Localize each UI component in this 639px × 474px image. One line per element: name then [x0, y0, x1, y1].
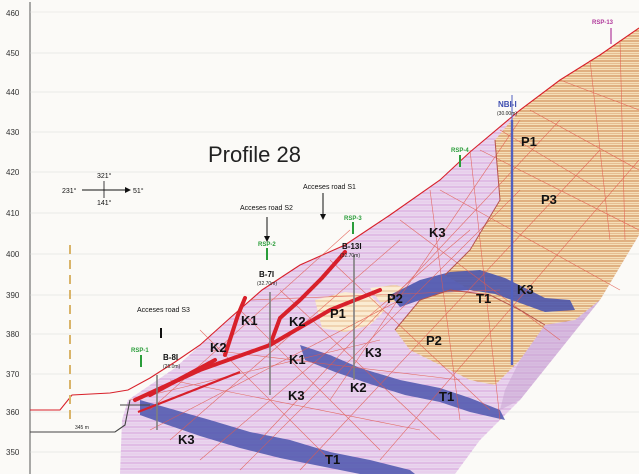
profile-title: Profile 28: [208, 142, 301, 167]
elevation-label: 420: [6, 168, 20, 177]
p-unit-zone: [445, 28, 639, 325]
unit-label: P2: [387, 291, 403, 306]
elevation-label: 450: [6, 49, 20, 58]
elevation-label: 350: [6, 448, 20, 457]
elevation-label: 410: [6, 209, 20, 218]
unit-label: P3: [541, 192, 557, 207]
fault-network: [129, 39, 639, 471]
compass-right: 51°: [133, 187, 144, 195]
borehole-label: B-8I: [163, 353, 178, 362]
survey-label: RSP-13: [592, 20, 614, 26]
t1-band-mid: [300, 345, 505, 420]
p-lower-zone: [395, 290, 545, 385]
unit-label: T1: [476, 291, 491, 306]
elevation-label: 460: [6, 9, 20, 18]
survey-label: RSP-4: [451, 148, 469, 154]
unit-label: K1: [241, 313, 258, 328]
ground-surface: [30, 27, 639, 411]
borehole-depth: (32.70m): [340, 253, 360, 259]
road-label-s3: Acceses road S3: [137, 307, 190, 314]
borehole-depth: (32.70m): [257, 281, 277, 287]
p1-lens-zone: [315, 292, 385, 332]
unit-label: K3: [429, 225, 446, 240]
unit-label: K2: [289, 314, 306, 329]
survey-markers: [140, 155, 461, 367]
unit-label: K3: [288, 388, 305, 403]
unit-label: K2: [350, 380, 367, 395]
borehole-depth: (25.0m): [163, 364, 181, 370]
t1-band-lower: [140, 400, 415, 474]
orientation-indicator: 231° 51° 321° 141°: [62, 172, 144, 207]
elevation-label: 390: [6, 291, 20, 300]
compass-bottom: 141°: [97, 199, 112, 207]
unit-label: K3: [178, 432, 195, 447]
survey-label: RSP-2: [258, 242, 276, 248]
road-label-s2: Acceses road S2: [240, 205, 293, 212]
unit-label: K1: [289, 352, 306, 367]
elevation-label: 380: [6, 330, 20, 339]
borehole-label: B-7I: [259, 270, 274, 279]
unit-label: T1: [439, 389, 454, 404]
survey-label: RSP-1: [131, 348, 149, 354]
unit-labels: K1 K2 K2 K1 K3 K3 K3 K3 K2 K3 P1 P1 P2 P…: [178, 134, 557, 467]
elevation-label: 400: [6, 250, 20, 259]
elevation-axis: 460 450 440 430 420 410 400 390 380 370 …: [6, 9, 20, 457]
unit-label: K3: [365, 345, 382, 360]
survey-label: RSP-3: [344, 216, 362, 222]
borehole-label: NBI-I: [498, 100, 517, 109]
unit-label: P1: [330, 306, 346, 321]
base-level-label: 345 m: [75, 425, 89, 431]
unit-label: K2: [210, 340, 227, 355]
unit-label: P2: [426, 333, 442, 348]
compass-top: 321°: [97, 172, 112, 180]
road-label-s1: Acceses road S1: [303, 184, 356, 191]
elevation-label: 430: [6, 128, 20, 137]
borehole-depth: (30.00m): [497, 111, 517, 117]
unit-label: T1: [325, 452, 340, 467]
unit-label: K3: [517, 282, 534, 297]
compass-left: 231°: [62, 187, 77, 195]
elevation-label: 440: [6, 88, 20, 97]
elevation-label: 370: [6, 370, 20, 379]
borehole-label: B-13I: [342, 242, 362, 251]
elevation-label: 360: [6, 408, 20, 417]
unit-label: P1: [521, 134, 537, 149]
